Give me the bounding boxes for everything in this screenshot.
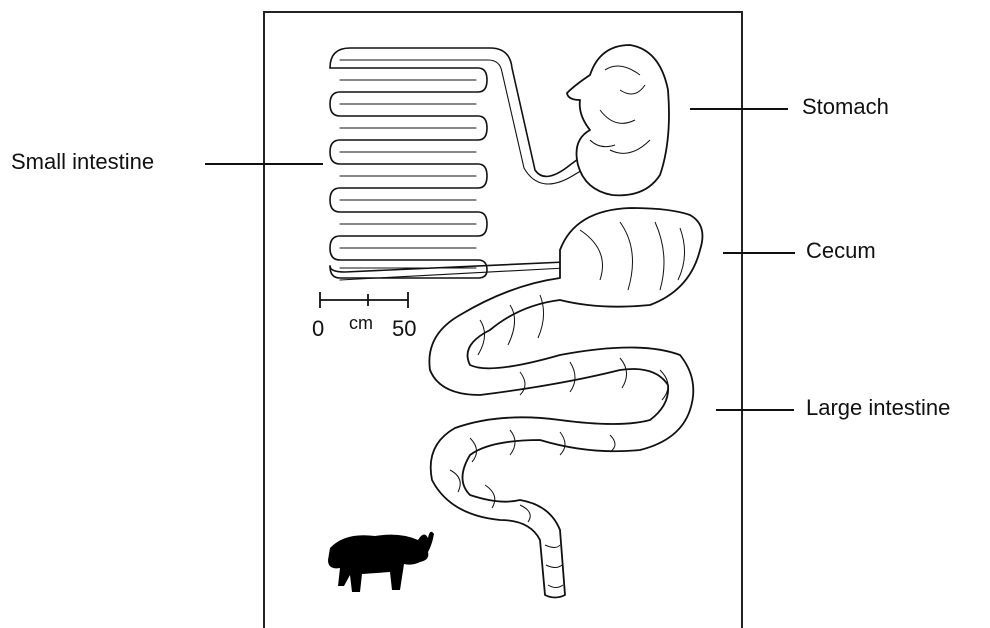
scale-end-label: 50 bbox=[392, 318, 416, 340]
cecum-label: Cecum bbox=[806, 240, 876, 262]
small-intestine-label: Small intestine bbox=[11, 151, 154, 173]
scale-start-label: 0 bbox=[312, 318, 324, 340]
large-intestine-label: Large intestine bbox=[806, 397, 950, 419]
scale-bar bbox=[320, 292, 408, 308]
cecum-leader-line bbox=[723, 252, 795, 254]
rhino-silhouette-icon bbox=[328, 532, 434, 592]
stomach-drawing bbox=[567, 45, 669, 195]
large-intestine-leader-line bbox=[716, 409, 794, 411]
small-intestine-coils bbox=[330, 48, 600, 280]
small-intestine-leader-line bbox=[205, 163, 323, 165]
stomach-leader-line bbox=[690, 108, 788, 110]
stomach-label: Stomach bbox=[802, 96, 889, 118]
scale-unit-label: cm bbox=[349, 314, 373, 332]
